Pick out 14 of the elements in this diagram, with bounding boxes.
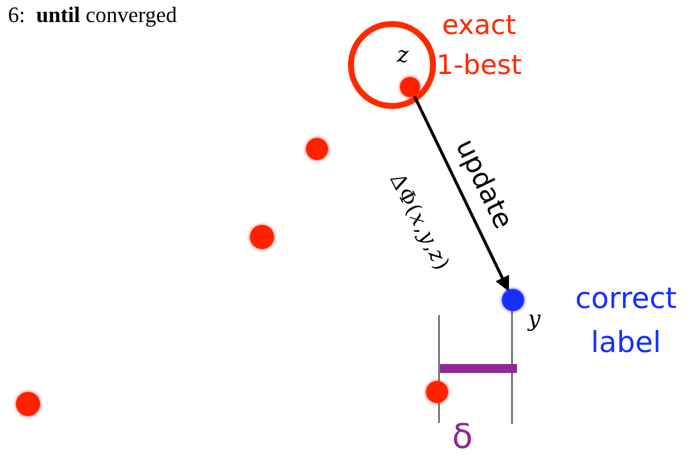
data-point xyxy=(16,392,40,416)
data-point xyxy=(426,381,448,403)
formula-text: ΔΦ(x,y,z) xyxy=(385,169,455,275)
data-point xyxy=(250,225,274,249)
annotation-text: exact 1-best xyxy=(435,9,523,83)
point-label: z xyxy=(397,44,409,68)
step-text: 6: until converged xyxy=(8,2,177,28)
data-point xyxy=(400,77,420,97)
data-point xyxy=(306,138,328,160)
arrow xyxy=(413,95,510,292)
data-point xyxy=(502,289,524,311)
annotation-text: correct label xyxy=(574,280,678,361)
point-label: y xyxy=(528,308,540,332)
delta-symbol: δ xyxy=(452,418,473,456)
